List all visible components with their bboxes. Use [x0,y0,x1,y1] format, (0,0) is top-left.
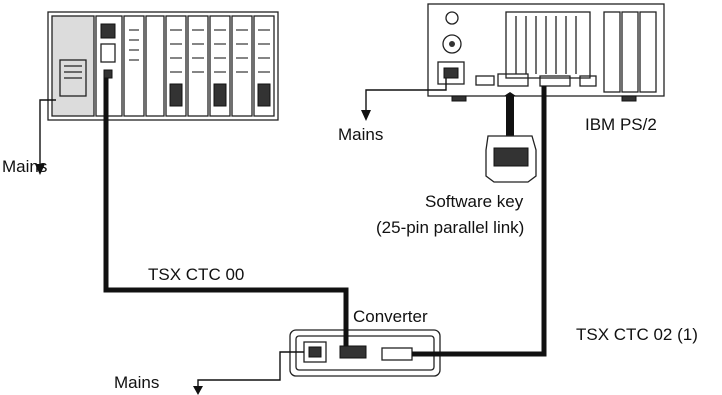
ibm-ps2-computer [427,3,665,102]
pc-name-label: IBM PS/2 [585,115,657,134]
pc-mains-label: Mains [338,125,383,144]
software-key-label-2: (25-pin parallel link) [376,218,524,237]
pc-mains-cable [361,78,447,121]
plc-rack [47,11,279,121]
plc-mains-label: Mains [2,157,47,176]
converter-mains-label: Mains [114,373,159,392]
cable-pc-to-converter [412,86,547,357]
converter-box [289,329,441,377]
cable-plc-label: TSX CTC 00 [148,265,244,284]
cable-pc-label: TSX CTC 02 (1) [576,325,698,344]
software-key-label-1: Software key [425,192,524,211]
converter-mains-cable [193,351,304,395]
software-key-dongle [485,92,537,183]
cable-plc-to-converter [103,78,349,346]
plc-mains-cable [35,99,56,175]
converter-label: Converter [353,307,428,326]
